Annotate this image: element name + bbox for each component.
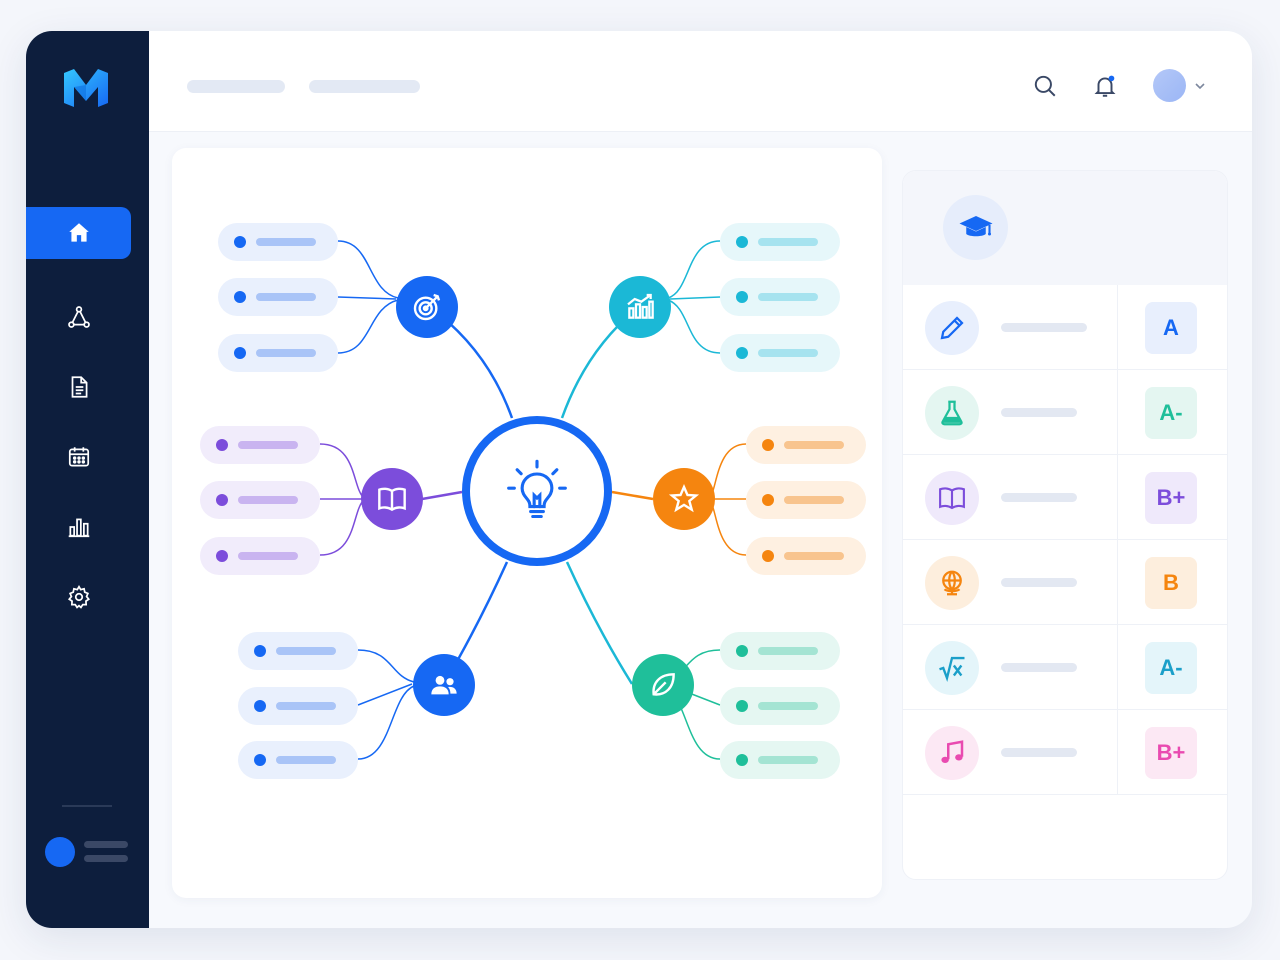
bell-icon (1094, 75, 1116, 97)
grade-row[interactable]: A (903, 285, 1227, 370)
mindmap-center-node[interactable] (462, 416, 612, 566)
mindmap-node[interactable] (200, 537, 320, 575)
user-name-placeholder (84, 841, 128, 848)
target-icon (413, 293, 441, 321)
sidebar (26, 31, 149, 928)
account-menu-button[interactable] (1189, 71, 1211, 101)
hub-team[interactable] (413, 654, 475, 716)
mindmap-node[interactable] (238, 632, 358, 670)
grade-badge: B+ (1145, 727, 1197, 779)
hub-reading[interactable] (361, 468, 423, 530)
sidebar-item-analytics[interactable] (26, 501, 131, 553)
grade-row[interactable]: A- (903, 370, 1227, 455)
subject-name-placeholder (1001, 578, 1077, 587)
mindmap-node[interactable] (218, 278, 338, 316)
mindmap-node[interactable] (720, 334, 840, 372)
grades-panel-header (903, 171, 1227, 285)
subject-badge (925, 556, 979, 610)
mindmap-node[interactable] (720, 223, 840, 261)
subject-name-placeholder (1001, 408, 1077, 417)
top-header (149, 31, 1252, 132)
subject-badge (925, 641, 979, 695)
mindmap-node[interactable] (200, 426, 320, 464)
sidebar-item-calendar[interactable] (26, 431, 131, 483)
home-icon (68, 223, 89, 242)
square-root-icon (939, 656, 965, 682)
subject-badge (925, 301, 979, 355)
bar-chart-icon (68, 518, 89, 538)
leaf-icon (652, 673, 675, 696)
hub-growth[interactable] (609, 276, 671, 338)
globe-icon (942, 570, 962, 596)
avatar[interactable] (1153, 69, 1186, 102)
grade-row[interactable]: B+ (903, 455, 1227, 540)
grade-badge: A- (1145, 387, 1197, 439)
hub-goals[interactable] (396, 276, 458, 338)
mindmap-node[interactable] (720, 687, 840, 725)
sidebar-item-documents[interactable] (26, 361, 131, 413)
growth-chart-icon (627, 293, 654, 319)
mindmap-node[interactable] (746, 537, 866, 575)
user-avatar[interactable] (45, 837, 75, 867)
user-role-placeholder (84, 855, 128, 862)
subject-badge (925, 386, 979, 440)
grade-row[interactable]: A- (903, 625, 1227, 710)
grade-badge: B+ (1145, 472, 1197, 524)
mindmap-node[interactable] (720, 632, 840, 670)
document-icon (71, 376, 87, 398)
graduation-cap-icon (959, 215, 992, 236)
book-icon (378, 487, 406, 512)
grade-badge: B (1145, 557, 1197, 609)
sidebar-divider (62, 805, 112, 807)
calendar-icon (68, 447, 89, 467)
mindmap-node[interactable] (238, 687, 358, 725)
subject-name-placeholder (1001, 493, 1077, 502)
sidebar-item-settings[interactable] (26, 571, 131, 623)
breadcrumb-placeholder[interactable] (309, 80, 420, 93)
mindmap-node[interactable] (720, 278, 840, 316)
search-button[interactable] (1030, 71, 1060, 101)
star-icon (668, 483, 700, 513)
subject-name-placeholder (1001, 663, 1077, 672)
graduation-cap-badge (943, 195, 1008, 260)
app-window: A A- B+ B (26, 31, 1252, 928)
mindmap-node[interactable] (746, 426, 866, 464)
network-icon (67, 306, 90, 328)
music-note-icon (941, 740, 964, 763)
mindmap-node[interactable] (238, 741, 358, 779)
mindmap-node[interactable] (218, 223, 338, 261)
subject-name-placeholder (1001, 323, 1087, 332)
subject-badge (925, 726, 979, 780)
hub-achievements[interactable] (653, 468, 715, 530)
gear-icon (67, 585, 90, 609)
notifications-button[interactable] (1090, 71, 1120, 101)
grade-row[interactable]: B (903, 540, 1227, 625)
subject-badge (925, 471, 979, 525)
mindmap-canvas[interactable] (172, 148, 882, 898)
mindmap-node[interactable] (200, 481, 320, 519)
mindmap-node[interactable] (720, 741, 840, 779)
grade-badge: A (1145, 302, 1197, 354)
m-logo-icon[interactable] (60, 67, 112, 109)
hub-nature[interactable] (632, 654, 694, 716)
pencil-icon (940, 316, 964, 340)
grade-badge: A- (1145, 642, 1197, 694)
search-icon (1034, 75, 1056, 97)
mindmap-node[interactable] (746, 481, 866, 519)
lightbulb-icon (507, 459, 567, 519)
flask-icon (941, 400, 963, 426)
grade-row[interactable]: B+ (903, 710, 1227, 795)
chevron-down-icon (1195, 83, 1205, 90)
users-icon (431, 675, 457, 695)
sidebar-item-home[interactable] (26, 207, 131, 259)
sidebar-item-network[interactable] (26, 291, 131, 343)
book-icon (939, 487, 965, 510)
mindmap-connectors (319, 240, 747, 760)
grades-panel: A A- B+ B (902, 170, 1228, 880)
subject-name-placeholder (1001, 748, 1077, 757)
breadcrumb-placeholder[interactable] (187, 80, 285, 93)
mindmap-node[interactable] (218, 334, 338, 372)
